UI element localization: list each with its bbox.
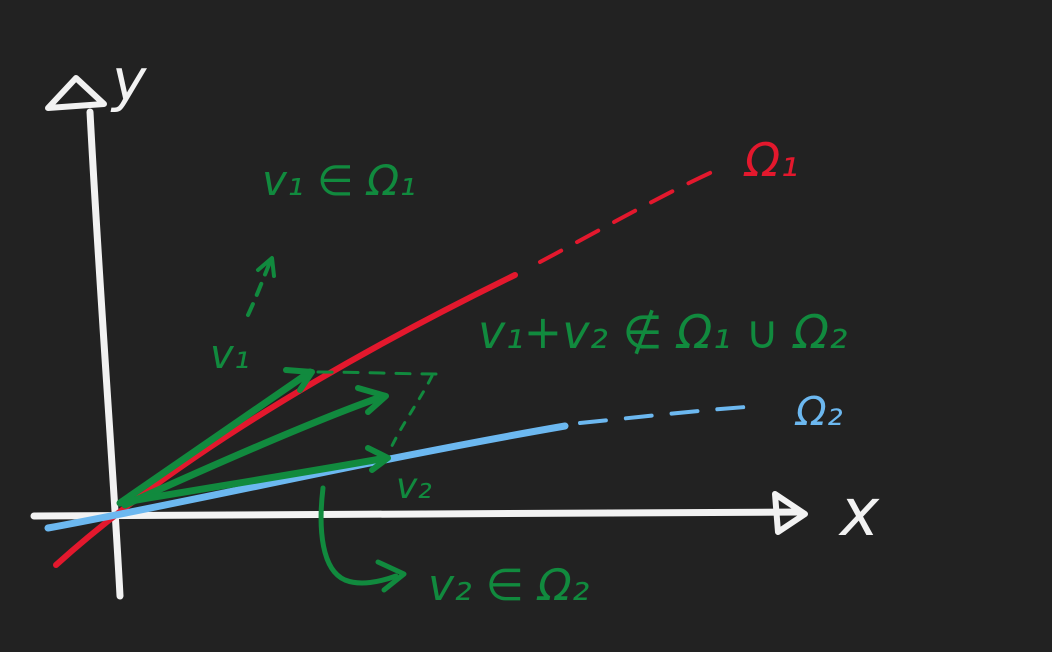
v2-pointer-arrow (318, 485, 399, 586)
x-axis (30, 508, 804, 520)
parallelogram-guide-side (388, 374, 434, 452)
x-axis-label: x (838, 474, 880, 551)
v2-pointer-arrowhead (375, 559, 407, 593)
x-axis-arrowhead (772, 491, 808, 535)
v1-pointer-arrow (246, 260, 272, 317)
omega2-label: Ω₂ (794, 389, 843, 435)
omega1-line (53, 272, 518, 568)
y-axis-arrowhead (45, 75, 107, 111)
v2-membership-label: v₂ ∈ Ω₂ (428, 560, 589, 611)
y-axis-label: y (110, 46, 147, 114)
vector-v1-arrowhead (283, 367, 315, 393)
omega2-line-dashed (578, 404, 762, 425)
omega2-line (44, 422, 569, 532)
v1-label: v₁ (210, 332, 250, 378)
v1-membership-label: v₁ ∈ Ω₁ (262, 156, 416, 205)
vector-v2 (121, 454, 390, 506)
vector-sum-arrowhead (355, 385, 389, 415)
omega1-label: Ω₁ (743, 133, 799, 187)
omega1-line-dashed (538, 170, 714, 264)
parallelogram-guide-top (316, 370, 442, 376)
sum-statement: v₁+v₂ ∉ Ω₁ ∪ Ω₂ (478, 305, 847, 359)
v1-pointer-arrowhead (256, 256, 276, 278)
vector-sum (121, 392, 388, 509)
v2-label: v₂ (396, 466, 432, 507)
y-axis (86, 108, 124, 600)
vector-v2-arrowhead (365, 445, 391, 473)
vector-v1 (116, 368, 314, 507)
